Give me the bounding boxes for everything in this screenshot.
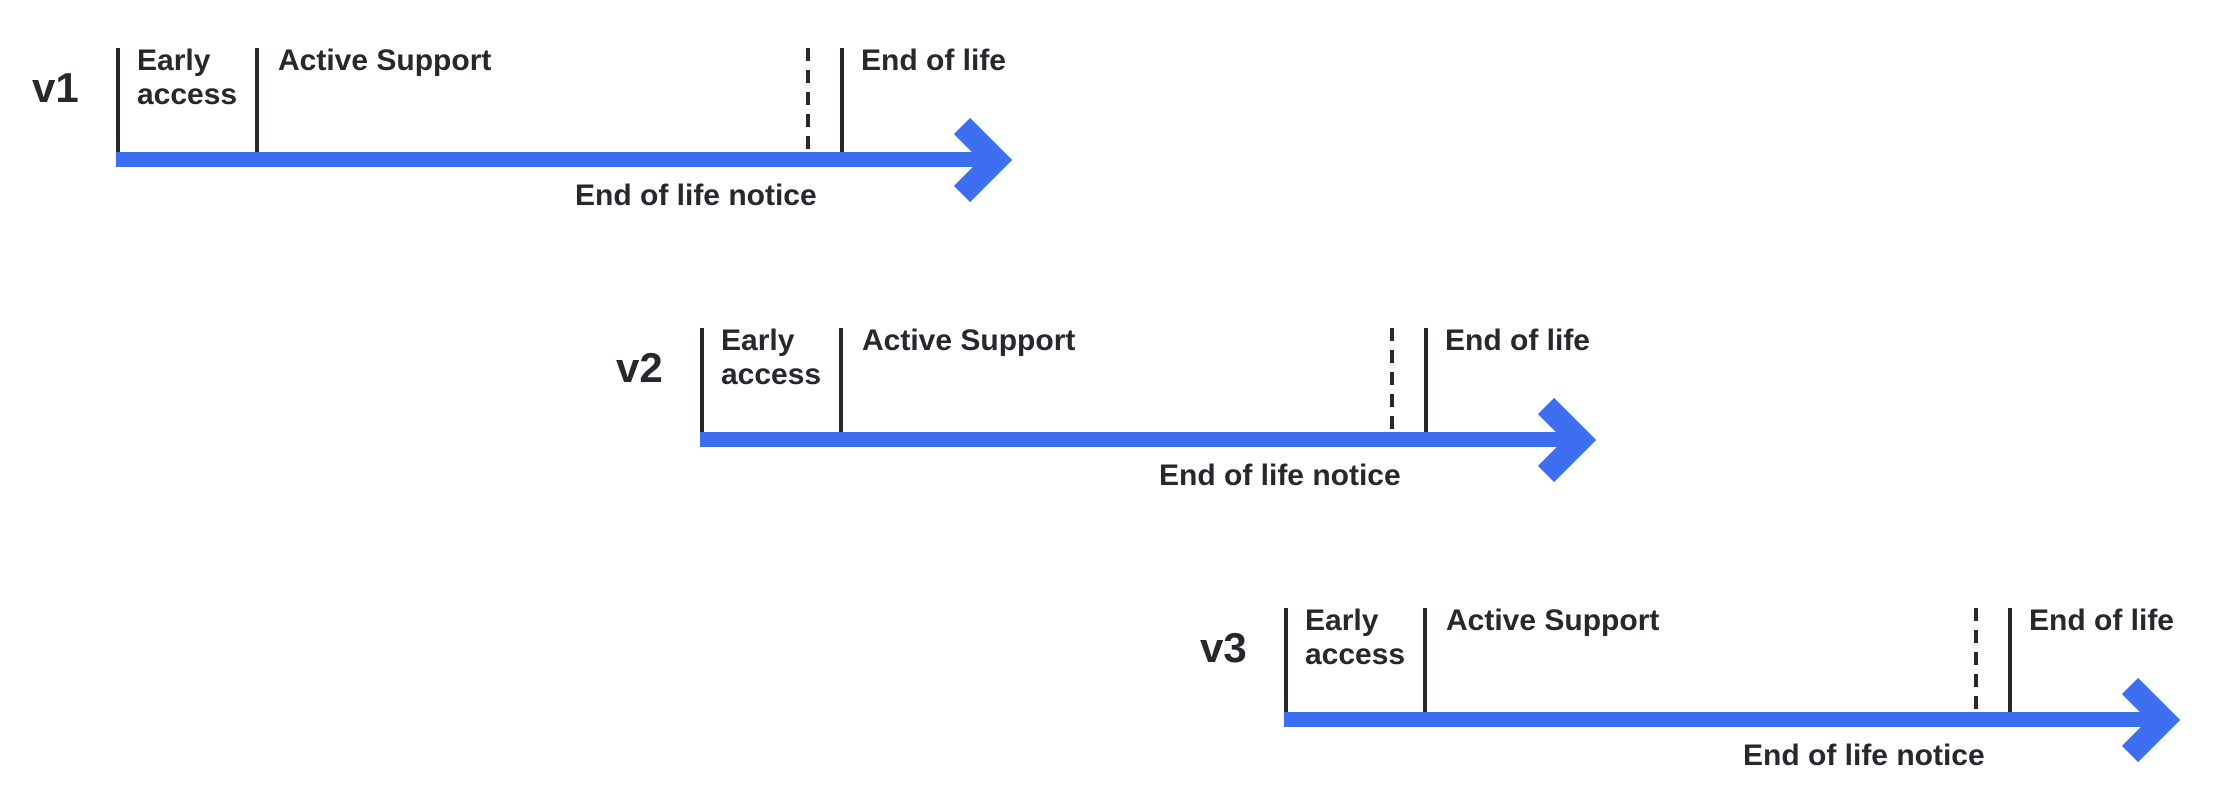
active-support-label: Active Support — [278, 44, 492, 77]
active-support-label: Active Support — [862, 324, 1076, 357]
timeline-v2: v2 Early access Active Support End of li… — [584, 280, 1624, 492]
end-of-life-notice-label: End of life notice — [1159, 459, 1401, 492]
active-support-start-tick — [1423, 608, 1427, 712]
timeline-arrow — [1284, 677, 2181, 763]
early-access-label: Early access — [721, 324, 822, 391]
end-of-life-notice-dashed-line — [1974, 608, 1978, 709]
arrow-head-icon — [1537, 397, 1597, 483]
early-access-start-tick — [700, 328, 704, 432]
end-of-life-notice-label: End of life notice — [575, 179, 817, 212]
timeline-v3: v3 Early access Active Support End of li… — [1168, 560, 2208, 772]
end-of-life-label: End of life — [1445, 324, 1590, 357]
active-support-label: Active Support — [1446, 604, 1660, 637]
version-label: v1 — [32, 64, 79, 111]
early-access-label: Early access — [137, 44, 238, 111]
early-access-start-tick — [116, 48, 120, 152]
end-of-life-tick — [2008, 608, 2012, 712]
end-of-life-notice-label: End of life notice — [1743, 739, 1985, 772]
end-of-life-tick — [840, 48, 844, 152]
timeline-arrow — [116, 117, 1013, 203]
early-access-label: Early access — [1305, 604, 1406, 671]
early-access-start-tick — [1284, 608, 1288, 712]
arrow-head-icon — [2121, 677, 2181, 763]
end-of-life-label: End of life — [2029, 604, 2174, 637]
version-label: v3 — [1200, 624, 1247, 671]
active-support-start-tick — [255, 48, 259, 152]
active-support-start-tick — [839, 328, 843, 432]
end-of-life-label: End of life — [861, 44, 1006, 77]
timeline-v1: v1 Early access Active Support End of li… — [0, 0, 1040, 212]
end-of-life-notice-dashed-line — [806, 48, 810, 149]
arrow-head-icon — [953, 117, 1013, 203]
end-of-life-notice-dashed-line — [1390, 328, 1394, 429]
timeline-arrow — [700, 397, 1597, 483]
version-label: v2 — [616, 344, 663, 391]
end-of-life-tick — [1424, 328, 1428, 432]
